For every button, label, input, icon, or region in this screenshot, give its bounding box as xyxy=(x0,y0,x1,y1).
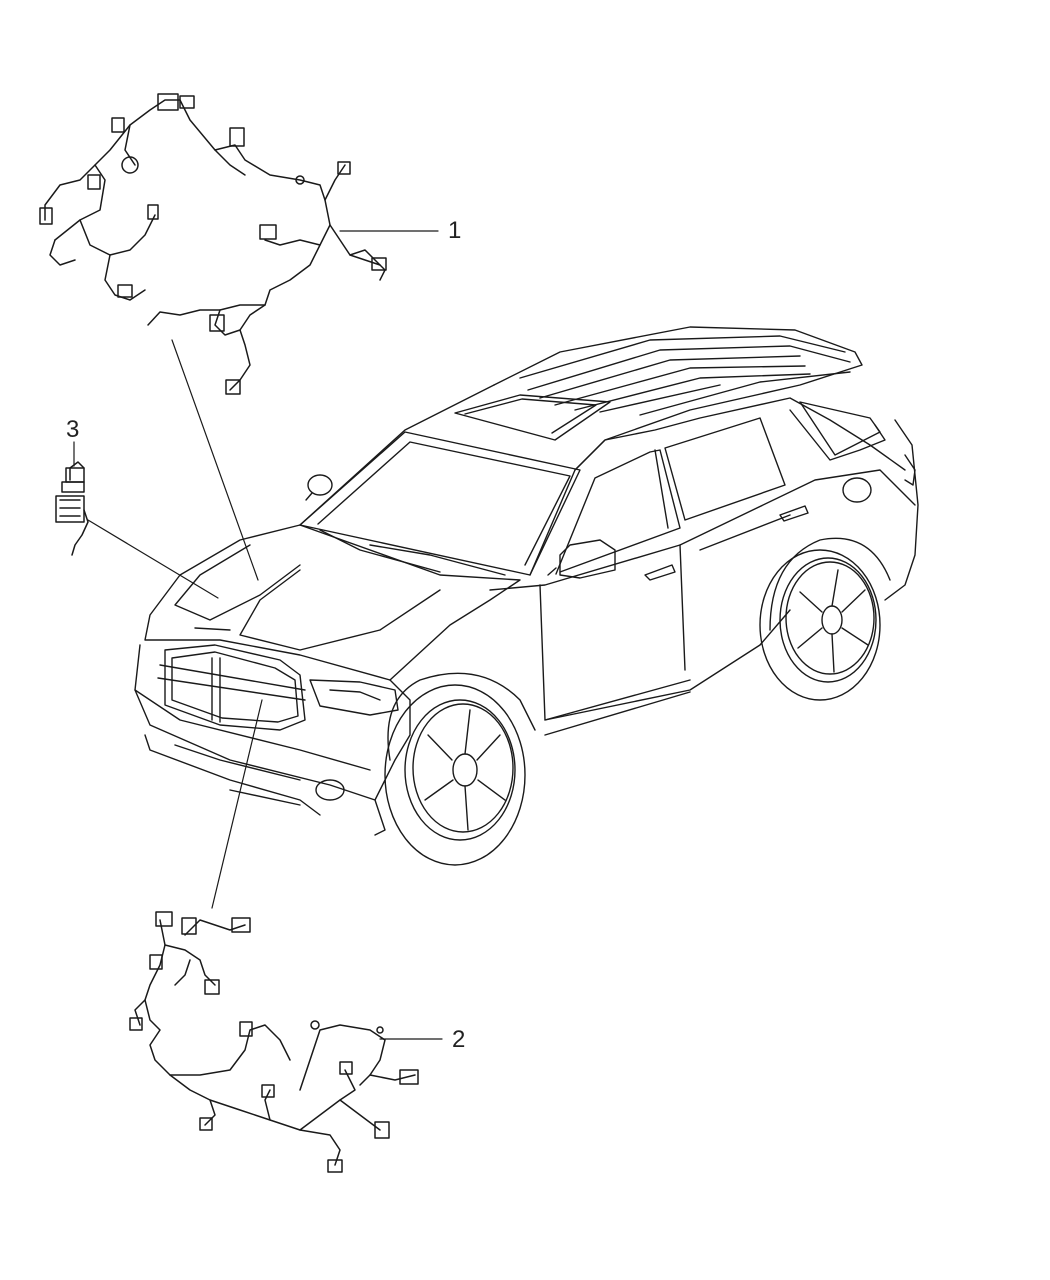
callout-label-1: 1 xyxy=(448,217,462,244)
wiring-harness-lower xyxy=(130,912,418,1172)
callout-label-2: 2 xyxy=(452,1026,466,1053)
leader-line-1-to-vehicle xyxy=(172,340,258,580)
callout-label-3: 3 xyxy=(66,416,80,443)
leader-line-2-to-vehicle xyxy=(212,700,262,908)
connector-module-part xyxy=(56,462,88,555)
wiring-harness-upper xyxy=(40,94,386,394)
leader-lines xyxy=(74,231,442,1039)
leader-line-3-to-vehicle xyxy=(88,520,218,598)
vehicle-illustration xyxy=(135,327,918,865)
